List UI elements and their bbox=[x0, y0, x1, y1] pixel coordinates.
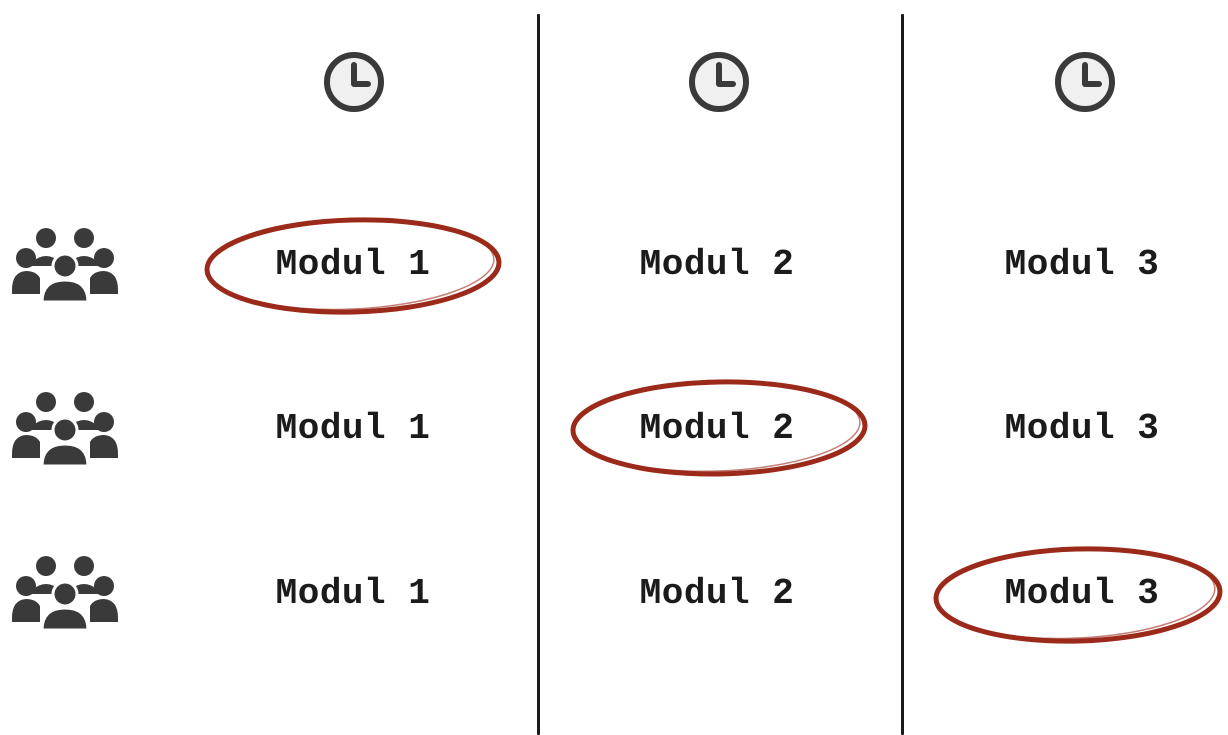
clock-icon bbox=[324, 52, 384, 112]
module-label: Modul 1 bbox=[275, 572, 431, 614]
clock-icon bbox=[689, 52, 749, 112]
module-label: Modul 1 bbox=[275, 243, 431, 285]
group-icon bbox=[12, 556, 118, 630]
clock-icon bbox=[1055, 52, 1115, 112]
group-icon bbox=[12, 392, 118, 466]
module-cell: Modul 2 bbox=[567, 234, 867, 294]
module-label: Modul 2 bbox=[639, 407, 795, 449]
column-divider bbox=[537, 14, 540, 735]
module-cell: Modul 1 bbox=[203, 398, 503, 458]
group-icon bbox=[12, 228, 118, 302]
highlight-circle bbox=[570, 379, 868, 477]
module-cell: Modul 3 bbox=[932, 398, 1228, 458]
module-cell: Modul 3 bbox=[932, 234, 1228, 294]
module-label: Modul 2 bbox=[639, 243, 795, 285]
highlight-circle bbox=[933, 546, 1223, 644]
highlight-circle bbox=[204, 217, 502, 315]
module-cell: Modul 2 bbox=[567, 563, 867, 623]
module-cell: Modul 1 bbox=[203, 563, 503, 623]
module-cell-highlighted: Modul 2 bbox=[567, 379, 868, 477]
column-divider bbox=[901, 14, 904, 735]
module-label: Modul 3 bbox=[1004, 407, 1160, 449]
module-cell-highlighted: Modul 3 bbox=[932, 546, 1228, 644]
module-label: Modul 3 bbox=[1004, 243, 1160, 285]
module-cell-highlighted: Modul 1 bbox=[203, 217, 503, 315]
module-label: Modul 2 bbox=[639, 572, 795, 614]
module-label: Modul 3 bbox=[1004, 572, 1160, 614]
module-label: Modul 1 bbox=[275, 407, 431, 449]
